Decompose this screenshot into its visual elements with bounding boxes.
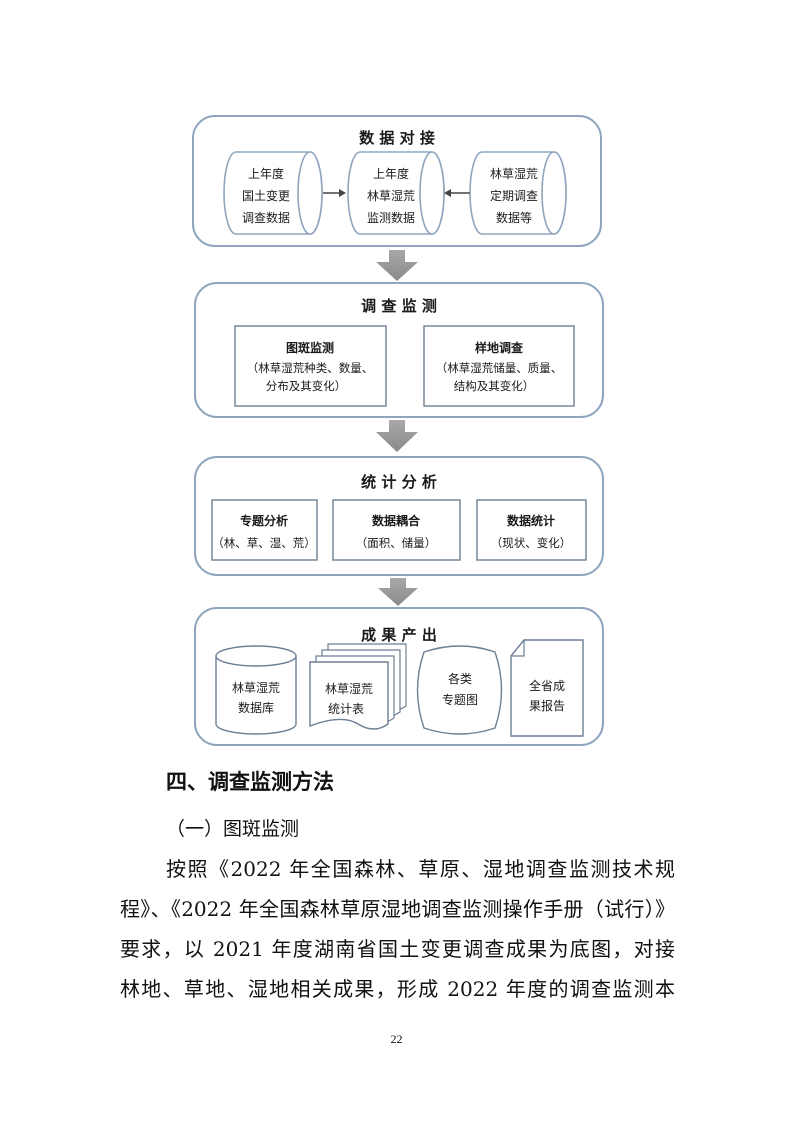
page-number: 22 — [390, 1032, 403, 1046]
box-line: （现状、变化） — [491, 536, 572, 550]
node-line: 监测数据 — [367, 210, 415, 225]
cylinder-land-survey-data: 上年度 国土变更 调查数据 — [223, 151, 323, 235]
section-data-docking: 数 据 对 接 上年度 国土变更 调查数据 上年度 林草湿荒 监测数据 林草湿荒… — [192, 115, 602, 247]
box-line: 结构及其变化） — [454, 379, 535, 393]
box-data-coupling: 数据耦合 （面积、储量） — [332, 499, 461, 561]
subsection-heading: （一）图斑监测 — [166, 818, 300, 840]
arrow-left-icon — [444, 189, 470, 197]
paragraph-line: 程》、《2022 年全国森林草原湿地调查监测操作手册（试行）》 — [120, 897, 675, 921]
box-line: （林草湿荒种类、数量、 — [247, 361, 374, 375]
box-data-statistics: 数据统计 （现状、变化） — [476, 499, 587, 561]
workflow-diagram: 数 据 对 接 上年度 国土变更 调查数据 上年度 林草湿荒 监测数据 林草湿荒… — [192, 115, 604, 746]
box-title: 样地调查 — [475, 340, 524, 355]
down-arrow-icon — [378, 578, 418, 606]
node-line: 上年度 — [248, 166, 284, 181]
node-line: 调查数据 — [242, 210, 290, 225]
box-title: 数据统计 — [507, 513, 555, 528]
item-line: 林草湿荒 — [232, 680, 280, 695]
paragraph-line: 要求，以 2021 年度湖南省国土变更调查成果为底图，对接 — [120, 937, 675, 961]
database-icon: 林草湿荒 数据库 — [215, 645, 297, 735]
item-line: 统计表 — [328, 702, 364, 716]
section-statistical-analysis: 统 计 分 析 专题分析 （林、草、湿、荒） 数据耦合 （面积、储量） 数据统计… — [194, 456, 604, 576]
box-title: 专题分析 — [240, 513, 288, 528]
stacked-documents-icon: 林草湿荒 统计表 — [309, 643, 407, 730]
section-heading: 四、调查监测方法 — [166, 770, 334, 794]
box-title: 数据耦合 — [372, 513, 421, 528]
cylinder-periodic-survey-data: 林草湿荒 定期调查 数据等 — [469, 151, 567, 235]
item-line: 全省成 — [529, 678, 565, 693]
box-sample-survey: 样地调查 （林草湿荒储量、质量、 结构及其变化） — [423, 325, 575, 407]
box-patch-monitoring: 图斑监测 （林草湿荒种类、数量、 分布及其变化） — [234, 325, 387, 407]
box-title: 图斑监测 — [286, 340, 334, 355]
section-title: 数 据 对 接 — [359, 129, 435, 147]
box-thematic-analysis: 专题分析 （林、草、湿、荒） — [211, 499, 318, 561]
node-line: 林草湿荒 — [490, 166, 538, 181]
item-line: 专题图 — [442, 692, 478, 707]
section-survey-monitoring: 调 查 监 测 图斑监测 （林草湿荒种类、数量、 分布及其变化） 样地调查 （林… — [194, 282, 604, 418]
item-line: 数据库 — [238, 700, 274, 715]
section-output: 成 果 产 出 林草湿荒 数据库 林草湿荒 统计表 各类 专题图 全省成 — [194, 607, 604, 746]
report-document-icon: 全省成 果报告 — [510, 639, 584, 737]
paragraph-line: 按照《2022 年全国森林、草原、湿地调查监测技术规 — [166, 857, 675, 881]
box-line: （林草湿荒储量、质量、 — [436, 361, 563, 375]
thematic-map-icon: 各类 专题图 — [416, 645, 503, 735]
cylinder-monitoring-data: 上年度 林草湿荒 监测数据 — [347, 151, 445, 235]
node-line: 上年度 — [373, 166, 409, 181]
box-line: （林、草、湿、荒） — [212, 536, 316, 550]
paragraph-line: 林地、草地、湿地相关成果，形成 2022 年度的调查监测本 — [120, 977, 675, 1001]
node-line: 数据等 — [496, 210, 532, 225]
box-line: （面积、储量） — [356, 536, 437, 550]
arrow-right-icon — [323, 189, 346, 197]
item-line: 果报告 — [529, 698, 565, 713]
down-arrow-icon — [376, 420, 418, 452]
item-line: 各类 — [448, 671, 472, 686]
section-title: 统 计 分 析 — [361, 473, 437, 491]
section-title: 成 果 产 出 — [361, 626, 437, 644]
node-line: 国土变更 — [242, 188, 290, 203]
node-line: 定期调查 — [490, 188, 538, 203]
box-line: 分布及其变化） — [266, 379, 347, 393]
section-title: 调 查 监 测 — [361, 297, 437, 315]
item-line: 林草湿荒 — [325, 681, 373, 696]
down-arrow-icon — [376, 250, 418, 281]
node-line: 林草湿荒 — [367, 188, 415, 203]
